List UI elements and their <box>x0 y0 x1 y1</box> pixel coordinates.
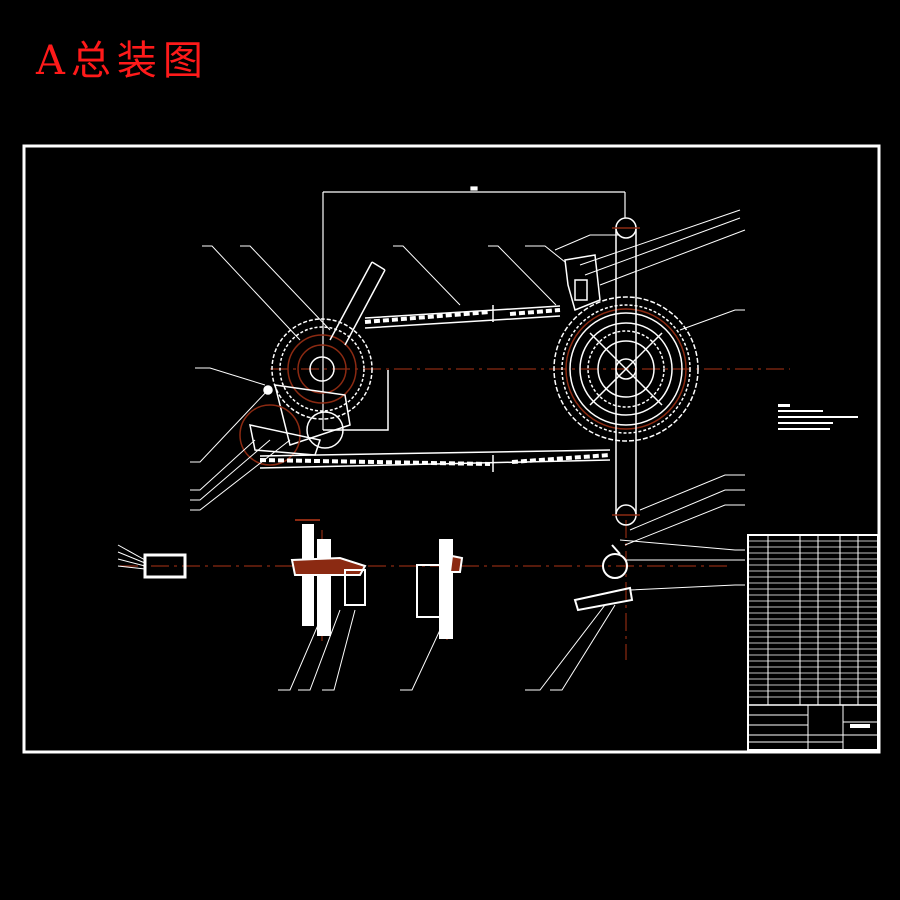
rear-cassette <box>271 318 373 420</box>
parts-list-table <box>747 534 879 751</box>
chain-upper <box>364 305 561 329</box>
front-chainring <box>553 296 699 442</box>
drawing-border <box>22 144 881 754</box>
front-derailleur <box>564 254 601 312</box>
dimension-top <box>322 186 626 430</box>
view-a-part <box>416 539 464 639</box>
drawing-title: A总装图 <box>36 38 209 84</box>
leader-lines <box>190 209 746 691</box>
pedal-detail <box>573 544 634 612</box>
side-view-hub <box>117 544 187 579</box>
crank-arm <box>612 217 640 526</box>
frame-stay <box>323 261 389 431</box>
technical-notes <box>778 404 858 430</box>
chain-lower <box>259 305 611 472</box>
section-view <box>290 519 367 636</box>
center-lines <box>120 368 790 660</box>
rear-derailleur <box>239 384 351 466</box>
